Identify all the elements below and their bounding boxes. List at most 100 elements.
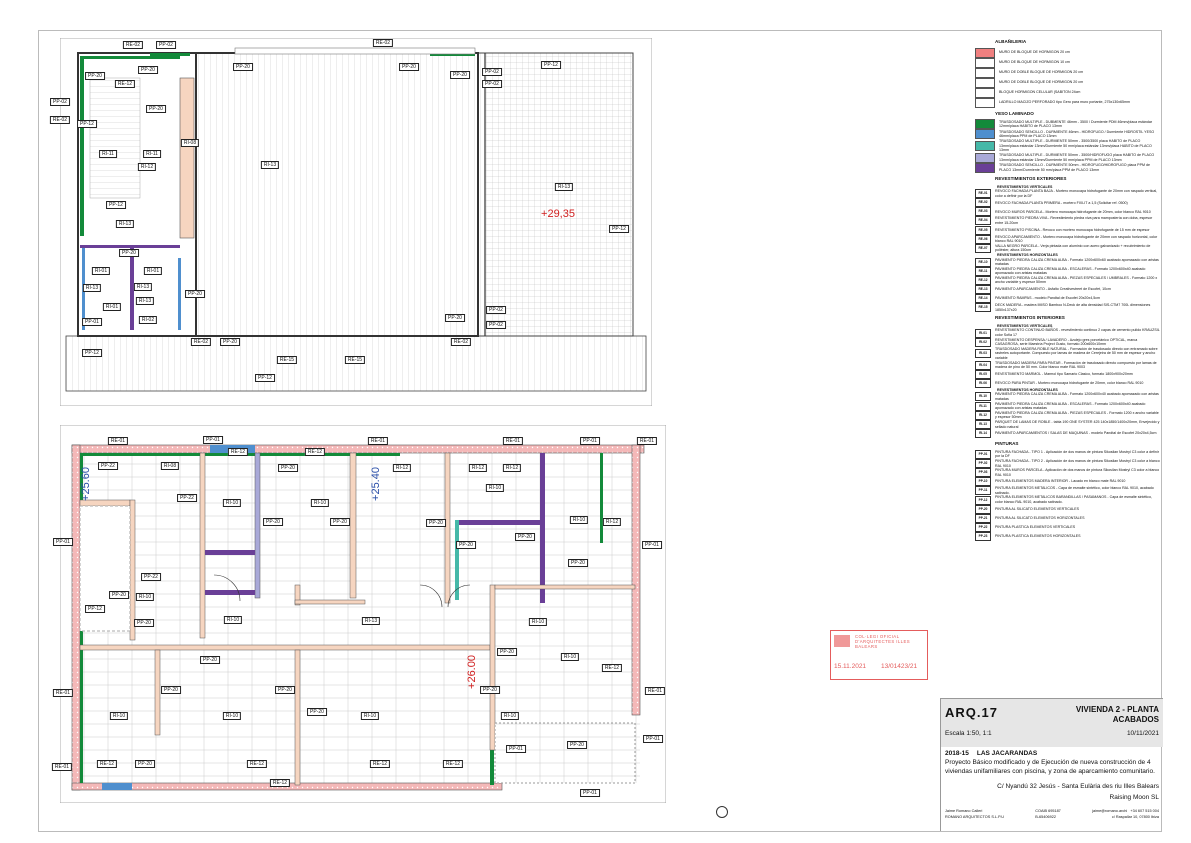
finish-tag: RE-01 bbox=[107, 437, 129, 445]
stamp-number: 13/01423/21 bbox=[881, 663, 918, 670]
finish-tag: RE-12 bbox=[442, 760, 464, 768]
legend-item-text: PAVIMENTO APARCAMIENTOS / SALAS DE MAQUI… bbox=[995, 431, 1157, 436]
finish-tag: PP-12 bbox=[82, 349, 102, 357]
legend-code: PP-23 bbox=[975, 531, 991, 541]
elevation-mark-upper: +29,35 bbox=[541, 208, 575, 220]
finish-tag: PP-22 bbox=[98, 462, 118, 470]
finish-tag: RE-01 bbox=[51, 763, 73, 771]
legend-item-text: TRASDOSADO MADERA ROBLE NATURAL - Formac… bbox=[995, 346, 1158, 360]
finish-tag: PP-12 bbox=[609, 225, 629, 233]
legend-section-title: REVESTIMIENTOS EXTERIORES bbox=[995, 175, 1067, 181]
legend-swatch bbox=[975, 57, 995, 68]
legend-item-text: TRASDOSADO SENCILLO - DURMIENTE 46mm - H… bbox=[999, 129, 1155, 139]
finish-tag: RE-02 bbox=[450, 338, 472, 346]
legend-item-text: TRASDOSADO MADERA PARA PINTAR - Formació… bbox=[995, 360, 1157, 370]
legend-swatch bbox=[975, 97, 995, 108]
finish-tag: PP-12 bbox=[255, 374, 275, 382]
legend-item-text: TRASDOSADO MULTIPLE - DUBMENTE 46mm - 35… bbox=[999, 119, 1153, 129]
finish-tag: RI-13 bbox=[115, 220, 135, 228]
finish-tag: PP-01 bbox=[506, 745, 526, 753]
legend-item: LADRILLO MACIZO PERFORADO tipo Gero para… bbox=[975, 97, 1160, 108]
legend-section-title: ALBAÑILERIA bbox=[995, 39, 1027, 44]
legend-swatch bbox=[975, 77, 995, 88]
finish-tag: PP-20 bbox=[220, 338, 240, 346]
finish-tag: PP-20 bbox=[480, 686, 500, 694]
legend-code: RE-14 bbox=[975, 294, 991, 304]
legend-section-title: REVESTIMIENTOS INTERIORES bbox=[995, 315, 1065, 321]
finish-tag: RI-12 bbox=[468, 464, 488, 472]
finish-tag: PP-20 bbox=[426, 519, 446, 527]
finish-tag: RI-10 bbox=[223, 616, 243, 624]
elevation-mark: +26.00 bbox=[466, 655, 478, 689]
office-address: c/ Raspallar 10, 07800 Ibiza bbox=[1111, 815, 1159, 819]
finish-tag: PP-02 bbox=[482, 80, 502, 88]
project-code: 2018-15 bbox=[945, 750, 969, 757]
finish-tag: PP-12 bbox=[541, 61, 561, 69]
legend-item-text: PINTURA MUROS PARCELA - Aplicación de do… bbox=[995, 468, 1160, 477]
finish-tag: PP-20 bbox=[330, 518, 350, 526]
finish-tag: RI-08 bbox=[160, 462, 180, 470]
finish-tag: RE-12 bbox=[601, 664, 623, 672]
legend-code: RI-13 bbox=[975, 420, 991, 430]
legend-swatch bbox=[975, 47, 995, 58]
legend-code: RI-03 bbox=[975, 349, 991, 359]
finish-tag: RI-10 bbox=[222, 499, 242, 507]
finish-tag: PP-20 bbox=[119, 249, 139, 257]
legend-item-text: PARQUET DE LAMAS DE ROBLE - tabla 190 ON… bbox=[995, 419, 1160, 429]
legend-section-title: YESO LAMINADO bbox=[995, 110, 1034, 116]
architect-name: Jaime Romano Calleri bbox=[945, 809, 983, 813]
legend-item: RI-03 TRASDOSADO MADERA ROBLE NATURAL - F… bbox=[975, 347, 1160, 361]
finish-tag: PP-22 bbox=[177, 494, 197, 502]
legend-item-text: PAVIMENTO PIEDRA CALIZA CREMA ALBA - ESC… bbox=[995, 401, 1146, 411]
legend-item-text: TRASDOSADO MULTIPLE - DURMIENTE 50mm - 3… bbox=[999, 153, 1155, 162]
finish-tag: PP-20 bbox=[456, 541, 476, 549]
legend-swatch bbox=[975, 119, 995, 130]
finish-tag: PP-02 bbox=[486, 321, 506, 329]
cif-number: B-65406922 bbox=[1035, 815, 1056, 819]
legend-code: RE-04 bbox=[975, 216, 991, 226]
finish-tag: PP-20 bbox=[307, 708, 327, 716]
legend-item: RI-11 PAVIMENTO PIEDRA CALIZA CREMA ALBA … bbox=[975, 402, 1160, 411]
sheet-title-line2: ACABADOS bbox=[1112, 715, 1159, 724]
legend-code: RI-14 bbox=[975, 429, 991, 439]
finish-tag: RI-12 bbox=[502, 464, 522, 472]
legend-item-text: MURO DE DOBLE BLOQUE DE HORMIGON 20 cm bbox=[999, 80, 1084, 85]
architect-email[interactable]: jaime@romano.archi bbox=[1092, 809, 1128, 813]
legend-item-text: TRASDOSADO SENCILLO - DURMIENTE 50mm - H… bbox=[999, 163, 1150, 172]
finish-tag: RE-02 bbox=[122, 41, 144, 49]
legend-item: TRASDOSADO MULTIPLE - DURMIENTE 50mm - 3… bbox=[975, 139, 1160, 153]
legend-item-text: PINTURA FACHADA - TIPO 1 - Aplicación de… bbox=[995, 449, 1159, 459]
legend-swatch bbox=[975, 162, 995, 173]
finish-tag: RE-01 bbox=[636, 437, 658, 445]
finish-tag: PP-20 bbox=[135, 760, 155, 768]
finish-tag: RI-10 bbox=[222, 712, 242, 720]
project-address-block: C/ Nyandú 32 Jesús - Santa Eulària des r… bbox=[941, 778, 1163, 806]
finish-tag: RE-12 bbox=[96, 760, 118, 768]
finish-tag: RE-12 bbox=[227, 448, 249, 456]
finish-tag: PP-20 bbox=[138, 66, 158, 74]
finish-tag: RE-15 bbox=[344, 356, 366, 364]
legend-item-text: PINTURA ELEMENTOS MADERA INTERIOR - Laca… bbox=[995, 479, 1126, 484]
finish-tag: RE-02 bbox=[372, 39, 394, 47]
legend-code: RI-11 bbox=[975, 401, 991, 411]
scale: Escala 1:50, 1:1 bbox=[945, 730, 992, 737]
project-address: C/ Nyandú 32 Jesús - Santa Eulària des r… bbox=[997, 783, 1159, 790]
finish-tag: PP-01 bbox=[580, 789, 600, 797]
finish-tag: PP-20 bbox=[568, 559, 588, 567]
legend-item-text: PAVIMENTO PIEDRA CALIZA CREMA ALBA - PIE… bbox=[995, 410, 1159, 420]
legend-item-text: LADRILLO MACIZO PERFORADO tipo Gero para… bbox=[999, 100, 1131, 105]
legend-item-text: REVESTIMIENTO MARMOL - Marmol tipo Samar… bbox=[995, 371, 1133, 376]
legend-item-text: PINTURA ELEMENTOS METALICOS - Capa de es… bbox=[995, 486, 1154, 495]
finish-tag: RI-02 bbox=[138, 316, 158, 324]
